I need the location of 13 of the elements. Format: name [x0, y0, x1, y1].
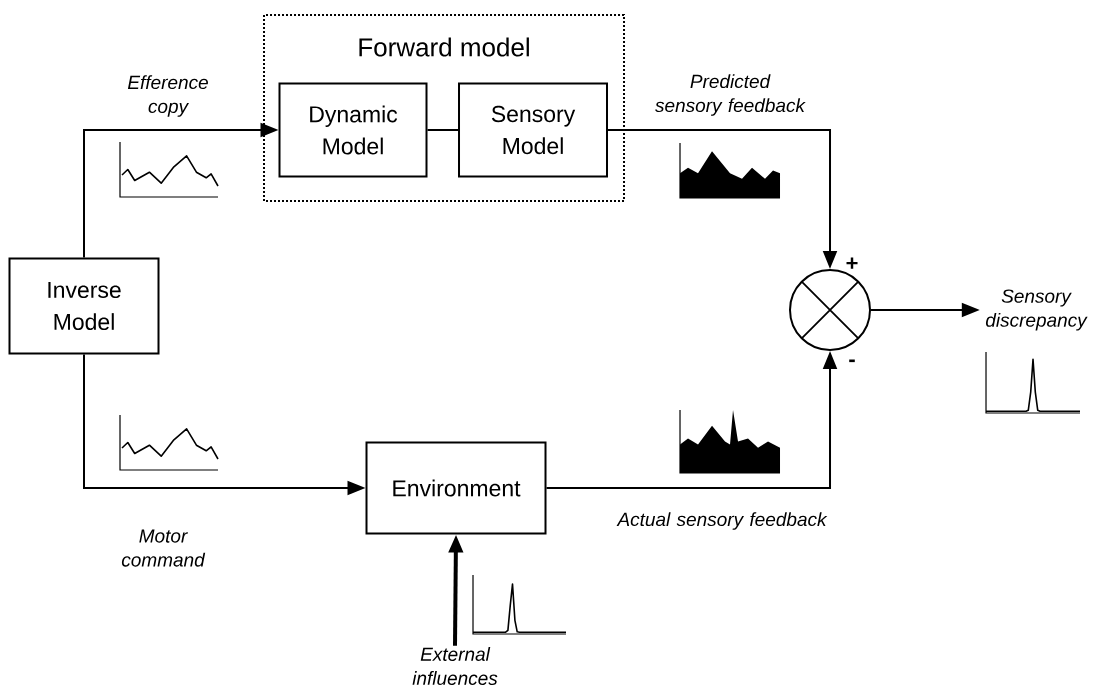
edge-label: Efference copy: [127, 75, 208, 117]
bare-text: Sensory discrepancy: [985, 289, 1088, 331]
comparator-circle: [789, 269, 871, 351]
process-box: Environment: [365, 441, 547, 535]
process-box: Sensory Model: [458, 82, 608, 178]
sign-label: +: [846, 257, 858, 269]
edge-label: Predicted sensory feedback: [655, 74, 806, 116]
process-box: Inverse Model: [8, 257, 160, 355]
sign-label: -: [849, 359, 855, 363]
bare-text: External influences: [412, 647, 498, 685]
edge-label: Motor command: [121, 529, 206, 567]
edge-label: Actual sensory feedback: [616, 512, 828, 530]
process-box: Dynamic Model: [278, 82, 428, 178]
